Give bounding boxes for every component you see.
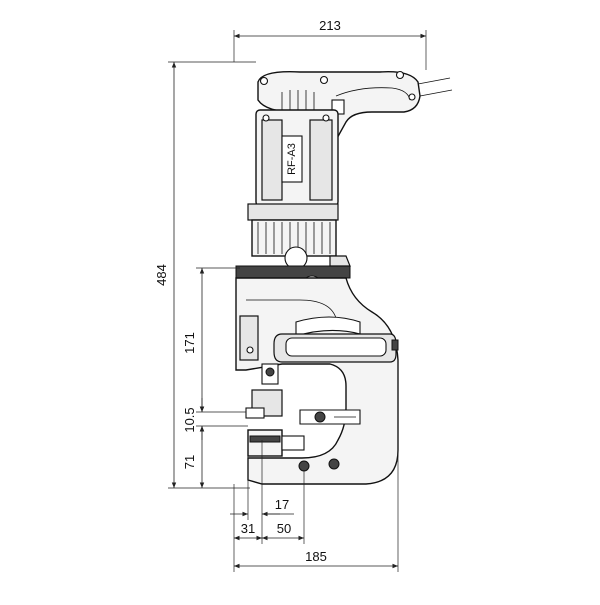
collar: [247, 203, 339, 221]
die-holder: [247, 429, 283, 457]
dim-gap-height: 10.5: [182, 407, 197, 432]
head-top-plate: [235, 265, 351, 279]
dimension-annotations: 213 484 171 10.5 71 17 31: [154, 18, 427, 572]
dim-offset-31: 31: [241, 521, 255, 536]
dim-total-height: 484: [154, 264, 169, 286]
handle-screw-3: [395, 70, 405, 80]
frame-bolt-right: [328, 458, 340, 470]
dim-upper-height: 171: [182, 332, 197, 354]
handle-screw-4: [408, 93, 416, 101]
frame-edge-line: [246, 299, 337, 319]
handle-screw-2: [319, 75, 329, 85]
side-screw: [246, 346, 254, 354]
handle-contour: [335, 87, 411, 101]
motor-side-panel-right: [309, 119, 333, 201]
motor-vents: [281, 90, 315, 112]
model-label: RF-A3: [286, 143, 298, 175]
punch-tip: [245, 407, 265, 419]
handle-screw-1: [259, 76, 269, 86]
stripper-arm: [299, 409, 361, 425]
frame-bolt-left: [298, 460, 310, 472]
motor-side-panel: [261, 119, 283, 201]
carry-handle-grip: [285, 337, 387, 357]
model-label-box: [281, 135, 303, 183]
punch-holder-bolt: [265, 367, 275, 377]
die-clamp: [281, 435, 305, 451]
dim-lower-height: 71: [182, 455, 197, 469]
dim-offset-17: 17: [275, 497, 289, 512]
housing-screw-2: [322, 114, 330, 122]
head-bracket: [329, 255, 351, 267]
die: [249, 435, 281, 443]
handle-stop: [391, 339, 399, 351]
housing-screw-1: [262, 114, 270, 122]
stripper-bolt: [314, 411, 326, 423]
side-cover: [239, 315, 259, 361]
dim-bottom-width: 185: [305, 549, 327, 564]
tool-illustration: RF-A3: [235, 70, 453, 485]
dim-top-width: 213: [319, 18, 341, 33]
power-cord: [417, 77, 453, 97]
dim-offset-50: 50: [277, 521, 291, 536]
